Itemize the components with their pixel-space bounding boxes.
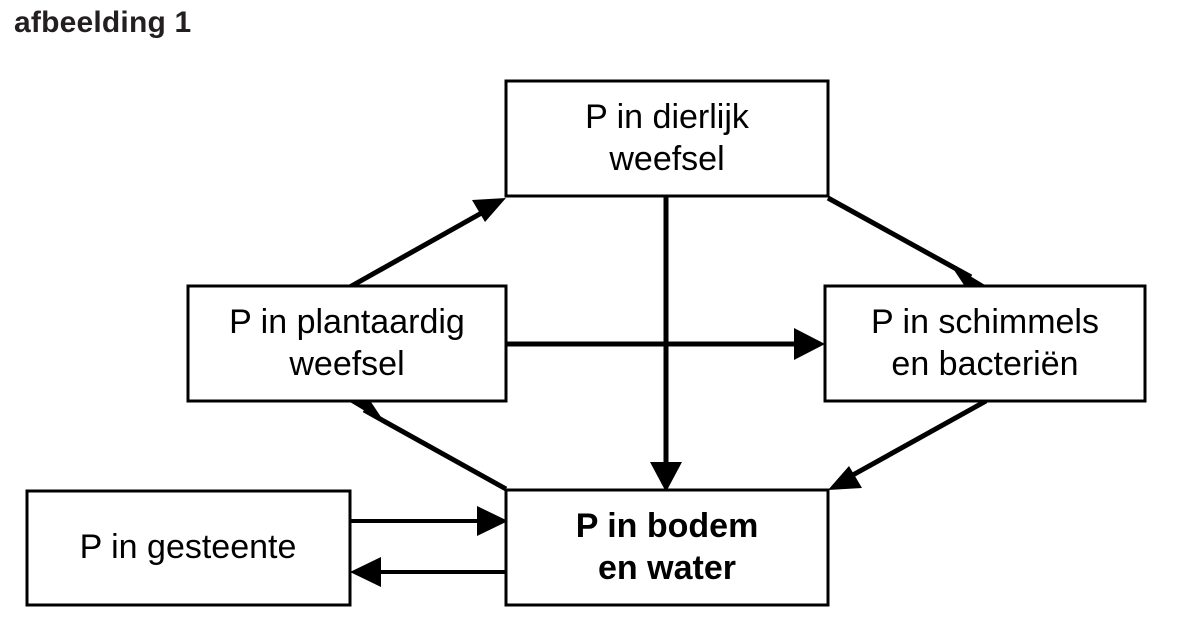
node-box-schimmels[interactable] (823, 284, 1147, 403)
arrow-head-icon (350, 402, 385, 423)
node-box-gesteente[interactable] (25, 489, 352, 607)
node-label-schimmels-line2: en bacteriën (891, 345, 1078, 383)
arrow-head-icon (472, 198, 506, 222)
node-box-dierlijk[interactable] (504, 79, 830, 198)
arrow-head-icon (828, 466, 862, 490)
edge-bodem-to-gesteente (350, 557, 506, 587)
node-label-plantaardig-line2: weefsel (288, 345, 404, 383)
arrow-head-icon (650, 462, 682, 492)
arrow-head-icon (950, 264, 985, 285)
node-label-gesteente-line1: P in gesteente (80, 528, 297, 566)
figure-title: afbeelding 1 (14, 6, 192, 39)
edge-plantaardig-to-schimmels (506, 328, 825, 360)
edge-dierlijk-to-schimmels (826, 195, 985, 285)
node-label-schimmels-line1: P in schimmels (871, 303, 1099, 341)
edge-bodem-to-plantaardig (350, 402, 508, 492)
edge-dierlijk-to-bodem (650, 196, 682, 492)
node-label-bodem-line1: P in bodem (576, 507, 759, 545)
arrow-head-icon (477, 506, 508, 536)
edge-plantaardig-to-dierlijk (346, 198, 506, 291)
node-label-plantaardig-line1: P in plantaardig (229, 303, 465, 341)
node-bodem[interactable]: P in bodem en water (504, 488, 830, 607)
arrow-head-icon (350, 557, 381, 587)
node-label-dierlijk-line2: weefsel (608, 140, 724, 178)
arrow-head-icon (794, 328, 825, 360)
edge-gesteente-to-bodem (350, 506, 508, 536)
node-label-dierlijk-line1: P in dierlijk (585, 98, 750, 136)
node-dierlijk[interactable]: P in dierlijk weefsel (504, 79, 830, 198)
node-label-bodem-line2: en water (598, 549, 736, 587)
node-box-bodem[interactable] (504, 488, 830, 607)
node-gesteente[interactable]: P in gesteente (25, 489, 352, 607)
node-plantaardig[interactable]: P in plantaardig weefsel (186, 284, 508, 403)
edge-schimmels-to-bodem (828, 398, 988, 490)
node-schimmels[interactable]: P in schimmels en bacteriën (823, 284, 1147, 403)
node-box-plantaardig[interactable] (186, 284, 508, 403)
